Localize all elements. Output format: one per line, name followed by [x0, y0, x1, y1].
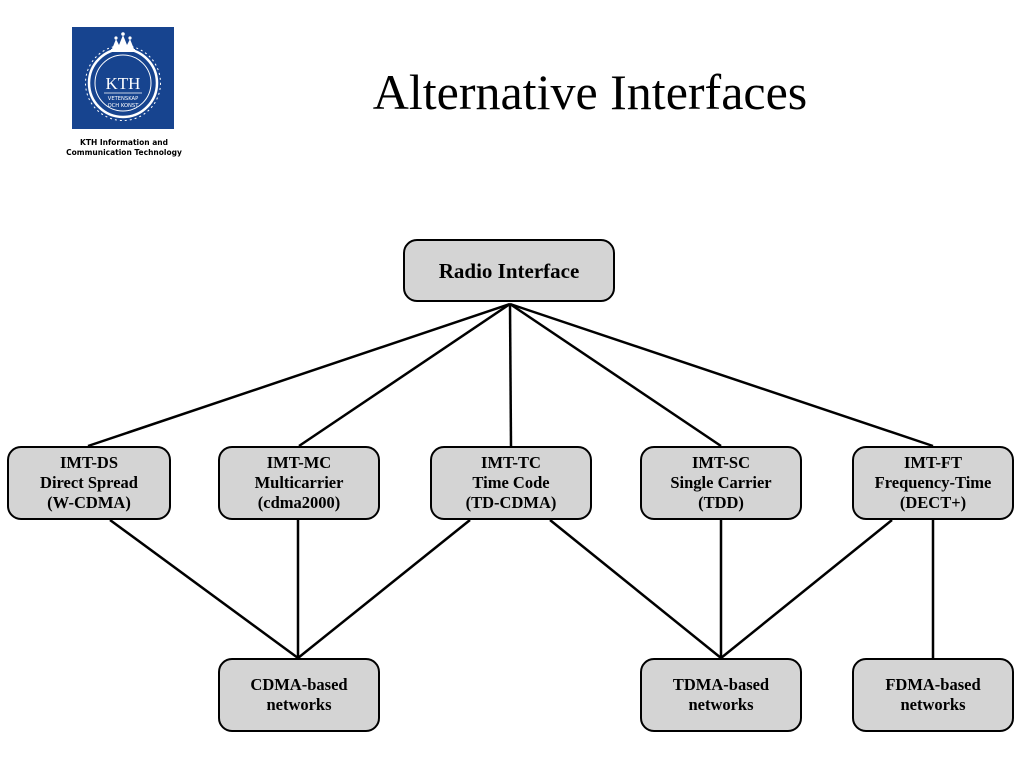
connector-root-to-interfaces-4 [509, 302, 934, 448]
node-interface-imt-sc-label-line-2: Single Carrier [670, 473, 772, 492]
connector-root-to-interfaces-2 [508, 303, 513, 447]
node-interface-imt-sc-label-line-3: (TDD) [698, 493, 744, 512]
kth-logo-motto-line1: VETENSKAP [108, 96, 138, 102]
node-network-tdma-based-label-line-1: TDMA-based [672, 675, 770, 694]
node-interface-imt-mc-label-line-1: IMT-MC [266, 453, 332, 472]
node-interface-imt-sc-label-line-1: IMT-SC [691, 453, 751, 472]
kth-logo: KTH VETENSKAP OCH KONST [72, 27, 174, 129]
node-network-fdma-based-label-line-2: networks [900, 695, 966, 714]
connector-interfaces-0-to-networks-0 [109, 518, 299, 660]
connector-interfaces-2-to-networks-1 [549, 519, 722, 659]
node-interface-imt-ds-label-line-2: Direct Spread [40, 473, 138, 492]
logo-caption-line-2: Communication Technology [66, 148, 182, 157]
kth-crest-icon: KTH VETENSKAP OCH KONST [72, 27, 174, 129]
connector-root-to-interfaces-3 [509, 302, 722, 448]
kth-logo-text: KTH [106, 74, 141, 93]
node-network-tdma-based-label-line-2: networks [688, 695, 754, 714]
node-interface-imt-tc-label-line-3: (TD-CDMA) [465, 493, 557, 512]
node-root-label-line-1: Radio Interface [438, 258, 580, 283]
node-interface-imt-mc-label-line-3: (cdma2000) [257, 493, 341, 512]
node-network-cdma-based-label-line-1: CDMA-based [250, 675, 348, 694]
node-interface-imt-ds-label-line-3: (W-CDMA) [47, 493, 131, 512]
node-interface-imt-mc-label-line-2: Multicarrier [254, 473, 344, 492]
node-interface-imt-ds-label-line-1: IMT-DS [59, 453, 119, 472]
slide-title: Alternative Interfaces [372, 64, 808, 120]
connector-root-to-interfaces-0 [87, 302, 511, 448]
node-network-cdma-based-label-line-2: networks [266, 695, 332, 714]
connector-interfaces-4-to-networks-1 [720, 519, 893, 659]
node-interface-imt-ft-label-line-3: (DECT+) [899, 493, 967, 512]
node-interface-imt-tc-label-line-1: IMT-TC [481, 453, 541, 472]
logo-caption-line-1: KTH Information and [80, 138, 168, 147]
node-interface-imt-tc-label-line-2: Time Code [472, 473, 550, 492]
node-interface-imt-ft-label-line-1: IMT-FT [903, 453, 963, 472]
kth-logo-motto-line2: OCH KONST [108, 103, 140, 109]
logo-caption: KTH Information and Communication Techno… [40, 138, 208, 158]
node-interface-imt-ft-label-line-2: Frequency-Time [874, 473, 992, 492]
connector-root-to-interfaces-1 [298, 302, 511, 448]
node-root: Radio Interface [403, 239, 615, 302]
connector-interfaces-2-to-networks-0 [297, 519, 471, 659]
node-network-fdma-based-label-line-1: FDMA-based [885, 675, 981, 694]
